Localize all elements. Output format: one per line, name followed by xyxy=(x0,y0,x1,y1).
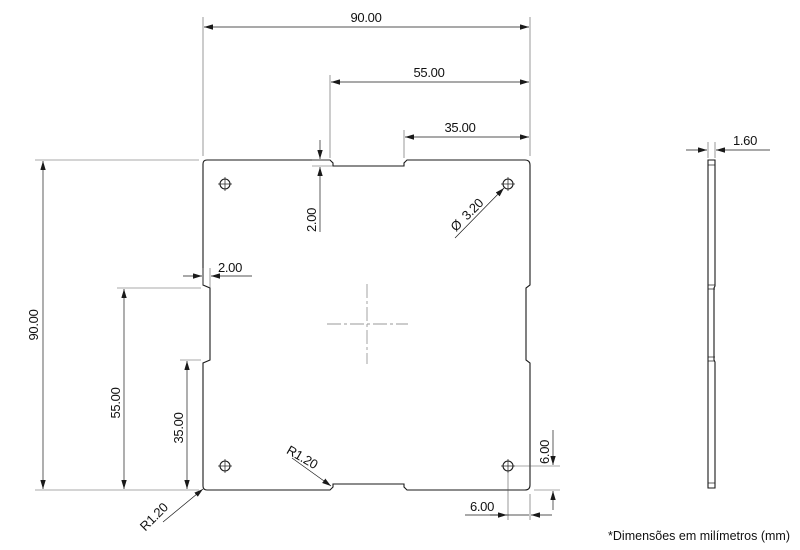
dim-notch-radius: R1.20 xyxy=(284,442,332,487)
dim-text-overall-height: 90.00 xyxy=(26,309,41,340)
mounting-holes xyxy=(218,177,515,473)
dim-text-notch-radius: R1.20 xyxy=(284,442,320,472)
dim-text-left-depth: 2.00 xyxy=(218,260,242,275)
dim-top-notch-depth: 2.00 xyxy=(304,140,333,232)
dim-text-corner-radius: R1.20 xyxy=(137,500,171,534)
dim-hole-offset-x: 6.00 xyxy=(465,472,552,520)
dim-overall-width: 90.00 xyxy=(202,10,531,156)
side-view xyxy=(707,159,716,489)
dim-corner-radius: R1.20 xyxy=(137,488,204,534)
dim-left-notch-depth: 2.00 xyxy=(183,260,252,288)
dim-text-hole-diameter: Ø3.20 xyxy=(447,195,486,234)
dim-text-top-35: 35.00 xyxy=(444,120,475,135)
dim-thickness: 1.60 xyxy=(686,133,770,158)
dim-text-hole-offset-x: 6.00 xyxy=(470,499,494,514)
dim-text-left-35: 35.00 xyxy=(171,412,186,443)
center-mark xyxy=(327,284,408,364)
dim-text-hole-offset-y: 6.00 xyxy=(537,440,552,464)
plate-outline xyxy=(202,159,531,491)
dim-top-notch-55: 55.00 xyxy=(329,65,529,158)
dim-left-notch-35: 35.00 xyxy=(171,359,201,489)
dim-text-overall-width: 90.00 xyxy=(350,10,381,25)
units-footnote: *Dimensões em milímetros (mm) xyxy=(608,529,790,543)
dim-text-thickness: 1.60 xyxy=(733,133,757,148)
dim-text-left-55: 55.00 xyxy=(108,387,123,418)
dim-hole-diameter: Ø3.20 xyxy=(447,187,505,239)
dim-hole-offset-y: 6.00 xyxy=(514,430,560,510)
dim-text-top-depth: 2.00 xyxy=(304,208,319,232)
dim-left-notch-55: 55.00 xyxy=(108,287,201,489)
dim-overall-height: 90.00 xyxy=(26,159,199,491)
dim-top-notch-35: 35.00 xyxy=(403,120,529,158)
dim-text-top-55: 55.00 xyxy=(413,65,444,80)
